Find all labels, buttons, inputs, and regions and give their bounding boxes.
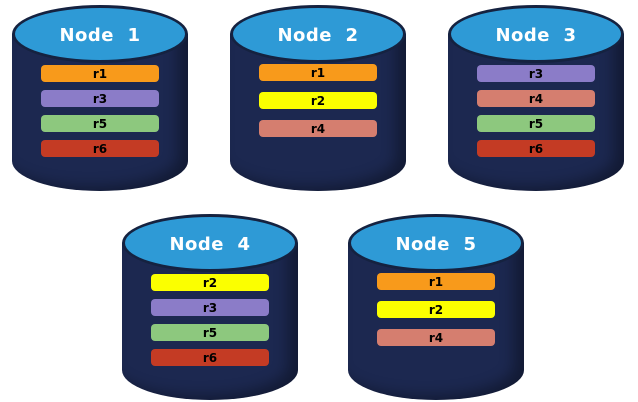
replica-bar-r4: r4 — [259, 120, 377, 137]
replica-bar-list: r2 r3 r5 r6 — [122, 274, 298, 366]
node-3-cylinder: Node 3 r3 r4 r5 r6 — [448, 5, 624, 191]
replica-bar-r5: r5 — [151, 324, 269, 341]
node-title: Node 2 — [277, 24, 359, 46]
replica-bar-r6: r6 — [477, 140, 595, 157]
replica-bar-list: r1 r3 r5 r6 — [12, 65, 188, 157]
replica-bar-r3: r3 — [477, 65, 595, 82]
database-cylinder-top: Node 3 — [448, 5, 624, 63]
replica-bar-r5: r5 — [477, 115, 595, 132]
replica-bar-r6: r6 — [41, 140, 159, 157]
node-4-cylinder: Node 4 r2 r3 r5 r6 — [122, 214, 298, 400]
node-1-cylinder: Node 1 r1 r3 r5 r6 — [12, 5, 188, 191]
database-cylinder-top: Node 5 — [348, 214, 524, 272]
replica-bar-r6: r6 — [151, 349, 269, 366]
database-cylinder-top: Node 2 — [230, 5, 406, 63]
node-title: Node 5 — [395, 233, 477, 255]
node-5-cylinder: Node 5 r1 r2 r4 — [348, 214, 524, 400]
node-title: Node 4 — [169, 233, 251, 255]
replica-bar-list: r3 r4 r5 r6 — [448, 65, 624, 157]
node-2-cylinder: Node 2 r1 r2 r4 — [230, 5, 406, 191]
replica-bar-r2: r2 — [259, 92, 377, 109]
node-title: Node 1 — [59, 24, 141, 46]
replica-bar-r1: r1 — [41, 65, 159, 82]
replica-bar-r2: r2 — [151, 274, 269, 291]
replica-bar-r1: r1 — [377, 273, 495, 290]
replica-bar-r4: r4 — [377, 329, 495, 346]
replica-bar-r3: r3 — [41, 90, 159, 107]
replica-bar-r5: r5 — [41, 115, 159, 132]
replica-bar-list: r1 r2 r4 — [348, 273, 524, 346]
replica-bar-r2: r2 — [377, 301, 495, 318]
replica-bar-r4: r4 — [477, 90, 595, 107]
replica-bar-r3: r3 — [151, 299, 269, 316]
database-cylinder-top: Node 1 — [12, 5, 188, 63]
database-cylinder-top: Node 4 — [122, 214, 298, 272]
replica-bar-r1: r1 — [259, 64, 377, 81]
node-title: Node 3 — [495, 24, 577, 46]
replica-bar-list: r1 r2 r4 — [230, 64, 406, 137]
